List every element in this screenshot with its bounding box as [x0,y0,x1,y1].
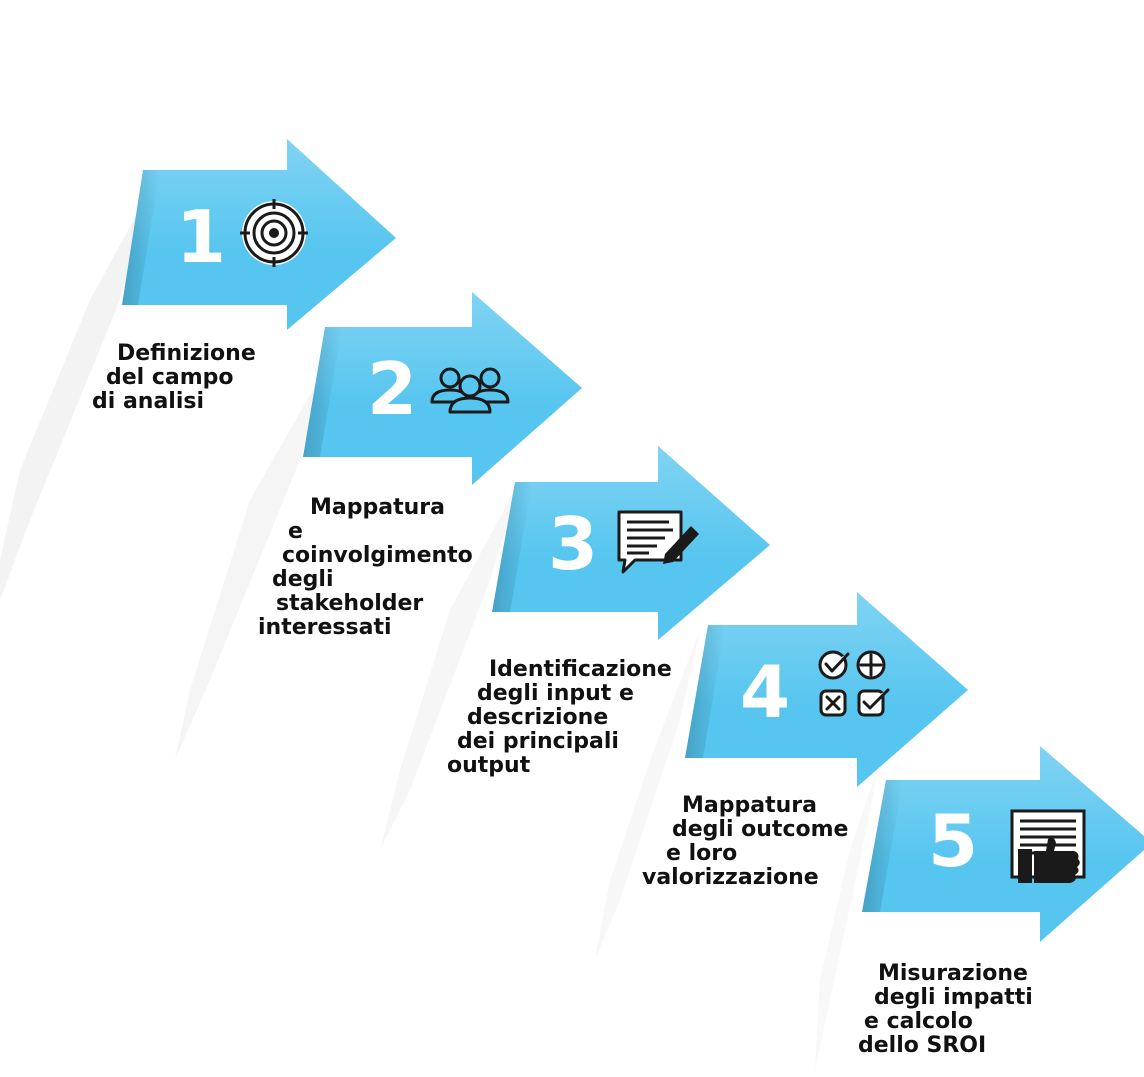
step-1-line: di analisi [92,389,205,414]
step-4-line: e loro [666,841,738,866]
step-3-description: Identificazione degli input e descrizion… [447,658,672,778]
step-2-line: interessati [258,615,392,640]
step-5-description: Misurazione degli impatti e calcolo dell… [858,962,1033,1058]
step-5-line: dello SROI [858,1033,987,1058]
step-5-line: e calcolo [864,1009,973,1034]
step-3-line: Identificazione [489,657,672,682]
step-5-number: 5 [928,799,978,883]
step-3-line: descrizione [467,705,609,730]
step-1-number: 1 [176,195,226,279]
step-1-line: Definizione [117,341,256,366]
document-thumbs-up-icon [1010,809,1086,883]
step-4-line: Mappatura [682,793,817,818]
target-icon [240,199,308,267]
step-3-line: degli input e [477,681,634,706]
fold-shadows [0,190,880,1070]
step-3-line: output [447,753,531,778]
step-2-line: Mappatura [310,495,445,520]
step-3-line: dei principali [457,729,619,754]
document-pen-icon [617,510,699,574]
step-4-line: degli outcome [672,817,849,842]
step-2-line: e [288,519,303,544]
step-4-line: valorizzazione [642,865,819,890]
step-4-description: Mappatura degli outcome e loro valorizza… [642,794,848,890]
step-5-arrow [862,746,1144,942]
step-2-description: Mappatura e coinvolgimento degli stakeho… [258,496,473,640]
people-group-icon [430,367,510,414]
checklist-icon [818,650,890,717]
step-3-number: 3 [548,502,598,586]
step-1-line: del campo [106,365,234,390]
step-2-line: stakeholder [276,591,424,616]
step-5-line: Misurazione [878,961,1028,986]
step-1-description: Definizione del campo di analisi [92,342,256,414]
step-2-line: coinvolgimento [282,543,473,568]
step-5-line: degli impatti [874,985,1033,1010]
step-2-arrow [303,292,582,485]
step-4-number: 4 [740,650,790,734]
step-2-line: degli [272,567,334,592]
step-2-number: 2 [367,347,417,431]
